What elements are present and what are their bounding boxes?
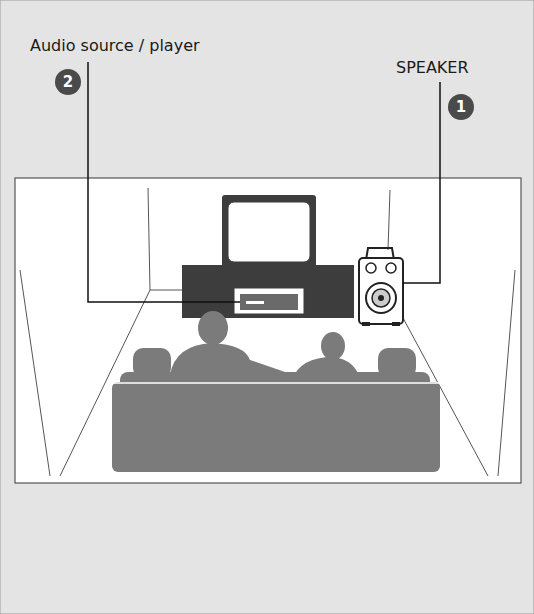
sofa (112, 348, 440, 472)
television (222, 195, 316, 273)
leader-lines (88, 62, 440, 302)
part-name: Audio source / player (30, 36, 200, 55)
tv-cabinet (182, 265, 354, 318)
callout-number: 2 (55, 69, 81, 95)
callout-number: 1 (448, 94, 474, 120)
speaker-symbol (359, 248, 403, 326)
room-frame (15, 178, 521, 483)
part-name: SPEAKER (396, 58, 469, 77)
people-silhouettes (170, 311, 360, 380)
